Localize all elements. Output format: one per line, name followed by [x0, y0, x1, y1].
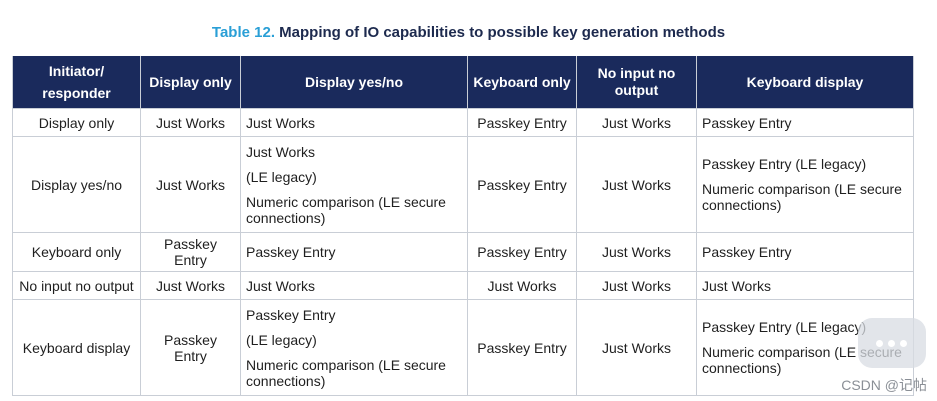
cell-line-text: Numeric comparison (LE secure connection…	[702, 344, 902, 376]
header-no-input-no-output: No input no output	[576, 56, 697, 109]
io-capability-table: Initiator/ responder Display only Displa…	[12, 56, 914, 396]
table-caption: Table 12. Mapping of IO capabilities to …	[0, 24, 937, 41]
cell-line: Numeric comparison (LE secure connection…	[702, 181, 908, 213]
table-number: Table 12.	[211, 24, 275, 41]
table-cell: Just Works	[140, 271, 241, 300]
table-cell: Passkey Entry	[240, 232, 468, 272]
header-keyboard-display: Keyboard display	[696, 56, 914, 109]
table-cell: Just Works	[240, 108, 468, 137]
cell-line: Passkey Entry (LE legacy)	[702, 319, 908, 335]
cell-line-text: Numeric comparison (LE secure connection…	[246, 193, 446, 226]
table-cell: Just Works	[467, 271, 577, 300]
row-label: Display yes/no	[12, 136, 141, 233]
table-cell: Passkey Entry	[467, 136, 577, 233]
row-label: No input no output	[12, 271, 141, 300]
cell-line: Numeric comparison (LE secure connection…	[246, 357, 462, 389]
header-initiator-responder: Initiator/ responder	[12, 56, 141, 109]
table-cell: Just Works	[576, 232, 697, 272]
watermark: CSDN @记帖	[841, 377, 927, 393]
cell-line: Numeric comparison (LE secure connection…	[246, 194, 462, 226]
table-cell: Just Works	[240, 271, 468, 300]
cell-line: Numeric comparison (LE secure connection…	[702, 344, 908, 376]
cell-line-text: Passkey Entry	[246, 306, 336, 323]
table-cell: Just Works	[140, 108, 241, 137]
table-cell: Just Works	[576, 108, 697, 137]
table-cell: Passkey Entry (LE legacy) Numeric comparis…	[240, 299, 468, 396]
table-cell: Just Works	[140, 136, 241, 233]
table-cell: Passkey Entry	[467, 299, 577, 396]
chat-bubble-icon	[858, 318, 926, 368]
cell-line: (LE legacy)	[246, 169, 462, 185]
table-cell: Just Works (LE legacy) Numeric comparison …	[240, 136, 468, 233]
table-cell: Passkey Entry	[696, 108, 914, 137]
table-header-row: Initiator/ responder Display only Displa…	[12, 56, 914, 109]
header-keyboard-only: Keyboard only	[467, 56, 577, 109]
cell-line-text: Passkey Entry (LE legacy)	[702, 319, 867, 335]
cell-line-text: (LE legacy)	[246, 168, 317, 185]
row-label: Display only	[12, 108, 141, 137]
table-cell: Passkey Entry	[467, 108, 577, 137]
cell-line: Passkey Entry	[246, 307, 462, 323]
table-cell: Passkey Entry	[467, 232, 577, 272]
table-cell: Just Works	[576, 271, 697, 300]
row-label: Keyboard display	[12, 299, 141, 396]
table-cell: Passkey Entry	[696, 232, 914, 272]
table-title: Mapping of IO capabilities to possible k…	[279, 24, 726, 41]
cell-line: (LE legacy)	[246, 332, 462, 348]
table-cell: Just Works	[696, 271, 914, 300]
cell-line-text: Passkey Entry (LE legacy)	[702, 156, 867, 172]
cell-line-text: Numeric comparison (LE secure connection…	[246, 356, 446, 389]
table-cell: Passkey Entry (LE legacy) Numeric compari…	[696, 136, 914, 233]
cell-line: Passkey Entry (LE legacy)	[702, 156, 908, 172]
header-display-yes-no: Display yes/no	[240, 56, 468, 109]
cell-line: Just Works	[246, 144, 462, 160]
cell-line-text: Numeric comparison (LE secure connection…	[702, 181, 902, 213]
table-cell: Passkey Entry	[140, 299, 241, 396]
row-label: Keyboard only	[12, 232, 141, 272]
table-cell: Just Works	[576, 299, 697, 396]
cell-line-text: (LE legacy)	[246, 331, 317, 348]
cell-line-text: Just Works	[246, 143, 315, 160]
table-cell: Just Works	[576, 136, 697, 233]
table-cell: Passkey Entry	[140, 232, 241, 272]
header-display-only: Display only	[140, 56, 241, 109]
